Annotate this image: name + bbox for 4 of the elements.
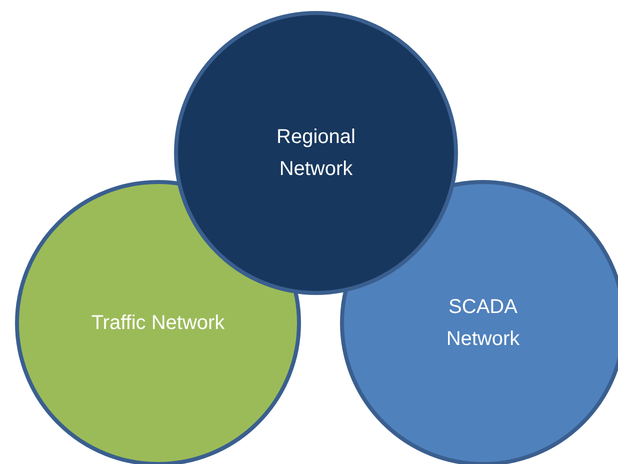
- network-circle: [174, 11, 458, 295]
- node-label: Regional Network: [276, 125, 356, 182]
- node-label: Traffic Network: [90, 311, 226, 336]
- node-label: SCADA Network: [445, 295, 521, 352]
